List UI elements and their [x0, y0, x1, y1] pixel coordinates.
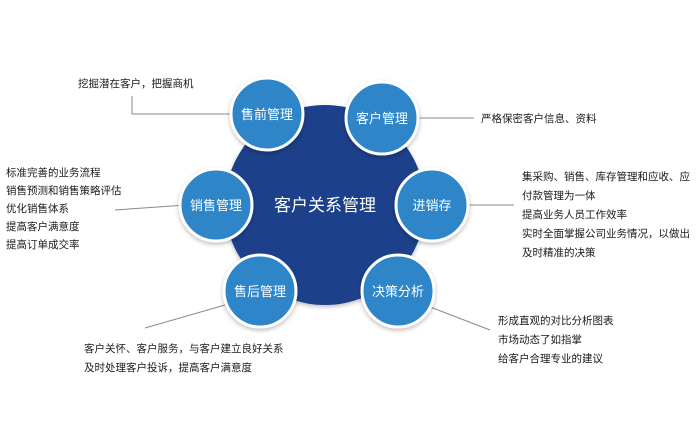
note-decision-line: 给客户合理专业的建议: [498, 352, 603, 365]
note-inventory: 集采购、销售、库存管理和应收、应 付款管理为一体 提高业务人员工作效率 实时全面…: [522, 170, 690, 259]
node-aftersales-circle: [222, 253, 298, 329]
center-circle: [225, 105, 425, 305]
node-customer-circle: [344, 80, 420, 156]
connector-presales: [131, 96, 232, 115]
note-inventory-line: 实时全面掌握公司业务情况，以做出: [522, 227, 690, 240]
note-customer-line: 严格保密客户信息、资料: [481, 112, 597, 125]
node-customer-label: 客户管理: [356, 111, 408, 127]
node-customer: 客户管理: [344, 80, 420, 156]
node-decision-label: 决策分析: [372, 284, 424, 300]
node-sales-label: 销售管理: [190, 198, 242, 214]
node-aftersales: 售后管理: [222, 253, 298, 329]
node-sales-circle: [178, 167, 254, 243]
node-sales: 销售管理: [178, 167, 254, 243]
center-node: 客户关系管理: [225, 105, 425, 305]
note-inventory-line: 集采购、销售、库存管理和应收、应: [522, 170, 690, 183]
note-decision: 形成直观的对比分析图表 市场动态了如指掌 给客户合理专业的建议: [498, 314, 614, 365]
note-decision-line: 市场动态了如指掌: [498, 333, 582, 346]
node-decision-circle: [360, 253, 436, 329]
note-sales-line: 销售预测和销售策略评估: [6, 184, 122, 197]
note-presales: 挖掘潜在客户，把握商机: [78, 77, 194, 90]
node-inventory-label: 进销存: [412, 199, 451, 214]
note-aftersales-line: 及时处理客户投诉，提高客户满意度: [84, 361, 252, 374]
note-inventory-line: 提高业务人员工作效率: [522, 208, 627, 221]
connector-sales: [114, 204, 187, 211]
center-label: 客户关系管理: [274, 196, 376, 216]
connector-decision: [424, 304, 491, 331]
node-presales-label: 售前管理: [241, 107, 293, 123]
note-sales-line: 提高客户满意度: [6, 220, 80, 233]
node-inventory-circle: [394, 167, 470, 243]
node-presales-circle: [229, 76, 305, 152]
note-presales-line: 挖掘潜在客户，把握商机: [78, 77, 194, 90]
node-aftersales-label: 售后管理: [234, 284, 286, 300]
note-decision-line: 形成直观的对比分析图表: [498, 314, 614, 327]
note-inventory-line: 付款管理为一体: [522, 189, 596, 202]
note-aftersales: 客户关怀、客户服务，与客户建立良好关系 及时处理客户投诉，提高客户满意度: [84, 342, 284, 374]
note-sales-line: 标准完善的业务流程: [6, 166, 101, 179]
note-aftersales-line: 客户关怀、客户服务，与客户建立良好关系: [84, 342, 284, 355]
node-decision: 决策分析: [360, 253, 436, 329]
node-presales: 售前管理: [229, 76, 305, 152]
note-sales-line: 提高订单成交率: [6, 238, 80, 251]
connector-aftersales: [144, 304, 226, 329]
note-customer: 严格保密客户信息、资料: [481, 112, 597, 125]
node-inventory: 进销存: [394, 167, 470, 243]
note-sales-line: 优化销售体系: [6, 202, 69, 215]
note-inventory-line: 及时精准的决策: [522, 246, 596, 259]
note-sales: 标准完善的业务流程 销售预测和销售策略评估 优化销售体系 提高客户满意度 提高订…: [6, 166, 122, 251]
